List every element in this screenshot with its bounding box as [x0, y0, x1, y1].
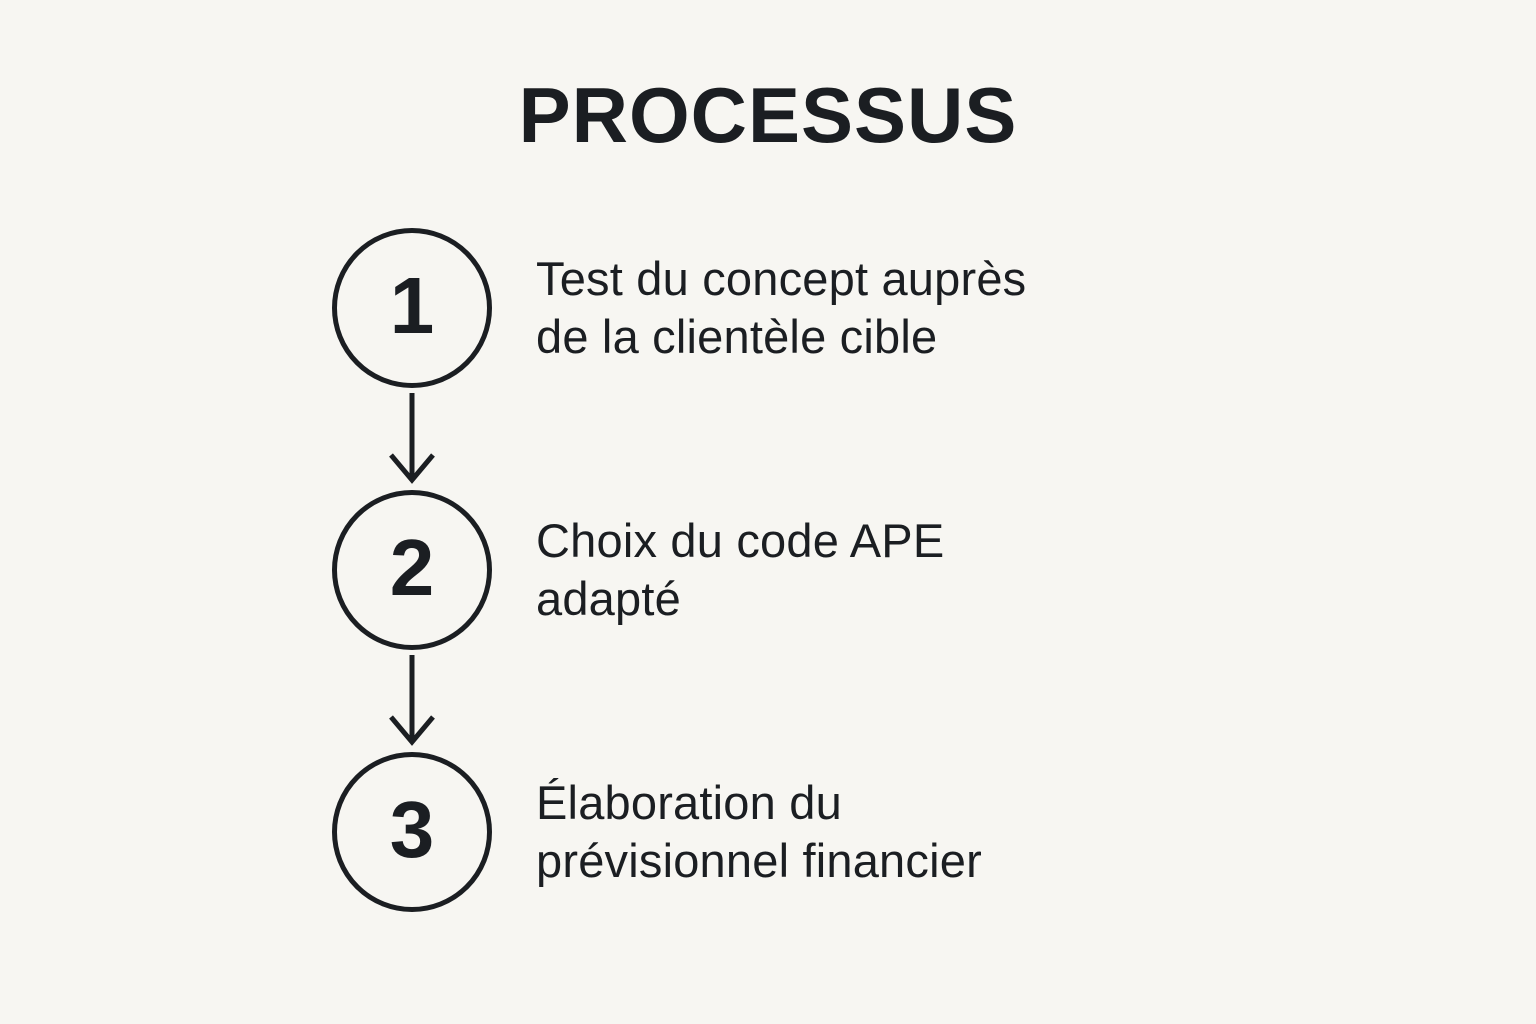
step-number: 1	[389, 261, 435, 350]
step-label-line: Test du concept auprès	[536, 252, 1027, 305]
step-circle-2: 2	[332, 490, 492, 650]
step-label-line: de la clientèle cible	[536, 310, 938, 363]
process-flow: 1 Test du concept auprès de la clientèle…	[332, 228, 1232, 912]
step-label: Choix du code APE adapté	[536, 512, 944, 628]
step-number: 2	[389, 523, 435, 612]
step-label-line: prévisionnel financier	[536, 834, 982, 887]
process-step-3: 3 Élaboration du prévisionnel financier	[332, 752, 982, 912]
page-title: PROCESSUS	[518, 71, 1018, 159]
step-label: Élaboration du prévisionnel financier	[536, 774, 982, 890]
arrow-down-icon	[387, 391, 437, 487]
step-circle-1: 1	[332, 228, 492, 388]
step-label-line: Élaboration du	[536, 776, 842, 829]
process-step-1: 1 Test du concept auprès de la clientèle…	[332, 228, 1026, 388]
step-number: 3	[389, 785, 435, 874]
step-label-line: adapté	[536, 572, 681, 625]
process-step-2: 2 Choix du code APE adapté	[332, 490, 944, 650]
step-label-line: Choix du code APE	[536, 514, 945, 567]
arrow-down-icon	[387, 653, 437, 749]
step-label: Test du concept auprès de la clientèle c…	[536, 250, 1026, 366]
step-circle-3: 3	[332, 752, 492, 912]
